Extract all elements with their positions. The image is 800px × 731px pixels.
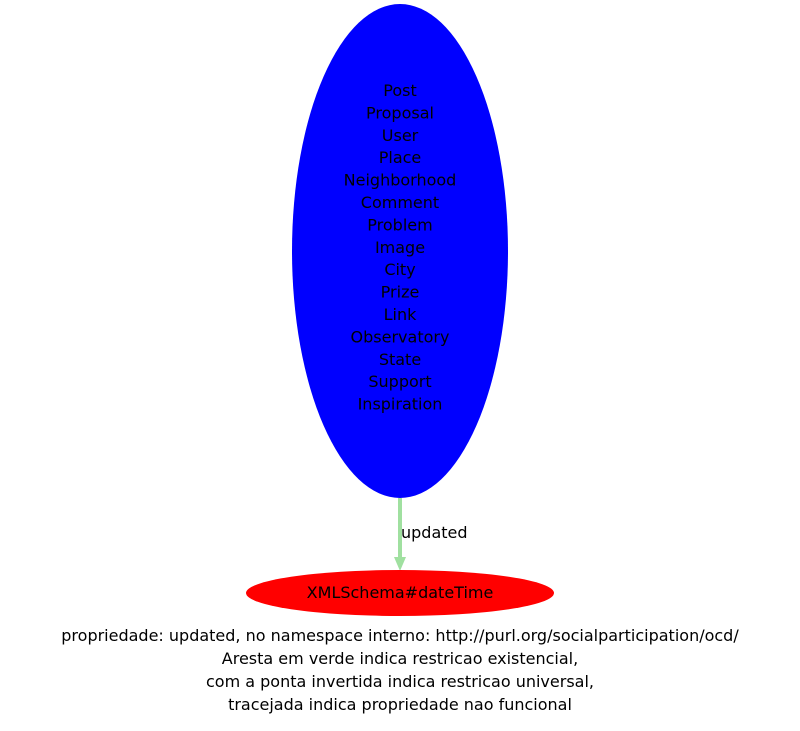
source-node-label: State	[379, 350, 421, 369]
source-node-label: Proposal	[366, 103, 434, 122]
source-node-label: Support	[368, 372, 431, 391]
source-node-label: Observatory	[351, 327, 450, 346]
source-node-labels: PostProposalUserPlaceNeighborhoodComment…	[344, 81, 457, 414]
source-node-label: City	[384, 260, 415, 279]
caption-line: com a ponta invertida indica restricao u…	[206, 672, 594, 691]
source-node-label: Inspiration	[358, 395, 443, 414]
caption-line: tracejada indica propriedade nao funcion…	[228, 695, 572, 714]
source-node-label: User	[382, 126, 419, 145]
source-node-label: Place	[379, 148, 422, 167]
source-node-label: Image	[375, 238, 425, 257]
caption-line: Aresta em verde indica restricao existen…	[222, 649, 578, 668]
target-node: XMLSchema#dateTime	[246, 570, 554, 616]
source-node-label: Post	[383, 81, 416, 100]
target-node-ellipse	[246, 570, 554, 616]
edge-label: updated	[401, 523, 468, 542]
target-node-label: XMLSchema#dateTime	[307, 583, 494, 602]
source-node-ellipse	[292, 4, 508, 498]
source-node-label: Neighborhood	[344, 171, 457, 190]
caption-line: propriedade: updated, no namespace inter…	[61, 626, 739, 645]
source-node-label: Link	[384, 305, 418, 324]
source-node-label: Prize	[381, 283, 420, 302]
caption: propriedade: updated, no namespace inter…	[61, 626, 739, 714]
edge-updated: updated	[394, 498, 468, 571]
source-node-label: Comment	[361, 193, 439, 212]
edge-arrowhead	[394, 557, 406, 571]
source-node: PostProposalUserPlaceNeighborhoodComment…	[292, 4, 508, 498]
source-node-label: Problem	[367, 215, 432, 234]
